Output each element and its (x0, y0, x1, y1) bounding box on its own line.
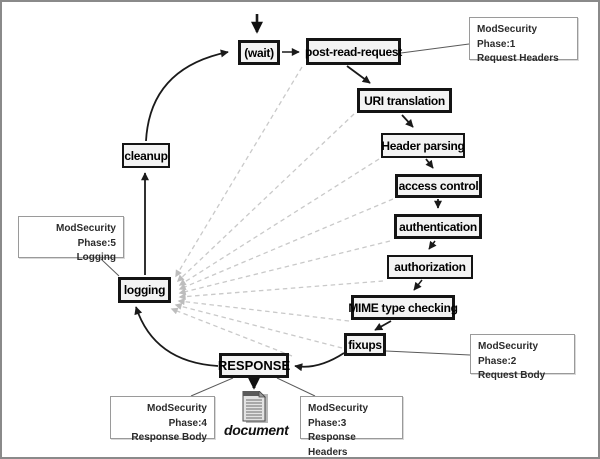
node-wait: (wait) (238, 40, 280, 65)
dashed-mime-to-logging (177, 298, 350, 322)
arrow-authentication-to-authorization (428, 240, 437, 250)
modsecurity-phase5-note: ModSecurity Phase:5 Logging (18, 216, 124, 263)
dashed-response-to-logging (170, 307, 293, 357)
phase5-line2: Logging (76, 252, 116, 263)
node-access-control: access control (395, 174, 482, 198)
phase2-line2: Request Body (478, 370, 546, 381)
dashed-logging-arrows (170, 66, 394, 357)
dashed-uri-translation-to-logging (176, 113, 355, 282)
document-icon (242, 391, 268, 423)
dashed-header-parsing-to-logging (178, 158, 380, 286)
phase3-line2: Response Headers (308, 432, 356, 458)
node-authentication: authentication (394, 214, 482, 239)
flow-arrows (134, 14, 442, 390)
node-mime-type-checking: MIME type checking (348, 295, 458, 320)
phase1-line2: Request Headers (477, 53, 559, 64)
modsecurity-phase2-note: ModSecurity Phase:2 Request Body (470, 334, 575, 381)
node-fixups: fixups (344, 333, 386, 356)
node-post-read-request: post-read-request (305, 38, 402, 65)
annotation-connectors (100, 43, 471, 397)
node-response: RESPONSE (218, 353, 290, 378)
arrow-response-to-logging (134, 306, 219, 367)
dashed-access-control-to-logging (178, 198, 394, 291)
node-uri-translation: URI translation (357, 88, 452, 113)
line-phase5-to-logging (100, 258, 120, 277)
line-response-to-phase3 (276, 377, 316, 397)
node-logging: logging (118, 277, 171, 303)
phase2-line1: ModSecurity Phase:2 (478, 341, 539, 367)
line-fixups-to-phase2 (385, 350, 471, 356)
modsecurity-phase1-note: ModSecurity Phase:1 Request Headers (469, 17, 578, 64)
phase5-line1: ModSecurity Phase:5 (55, 223, 116, 249)
arrow-authorization-to-mime (413, 279, 423, 291)
node-header-parsing: Header parsing (381, 133, 465, 158)
line-response-to-phase4 (190, 377, 234, 397)
document-label: document (224, 422, 289, 438)
line-post-read-to-phase1 (400, 43, 470, 54)
dashed-post-read-to-logging (175, 66, 303, 278)
arrow-cleanup-to-wait (145, 49, 229, 142)
dashed-authorization-to-logging (178, 280, 384, 301)
phase3-line1: ModSecurity Phase:3 (308, 403, 369, 429)
arrow-uri-to-header-parsing (401, 114, 414, 128)
arrow-header-parsing-to-access (425, 158, 434, 169)
arrow-mime-to-fixups (374, 320, 392, 331)
dashed-fixups-to-logging (174, 303, 343, 349)
modsecurity-phase3-note: ModSecurity Phase:3 Response Headers (300, 396, 403, 457)
dashed-authentication-to-logging (178, 240, 391, 296)
phase4-line1: ModSecurity Phase:4 (146, 403, 207, 429)
phase4-line2: Response Body (131, 432, 207, 443)
phase1-line1: ModSecurity Phase:1 (477, 24, 538, 50)
node-cleanup: cleanup (122, 143, 170, 168)
modsecurity-phase4-note: ModSecurity Phase:4 Response Body (110, 396, 215, 443)
arrow-fixups-to-response (294, 352, 345, 372)
node-authorization: authorization (387, 255, 473, 279)
arrow-post-read-to-uri (346, 65, 371, 84)
